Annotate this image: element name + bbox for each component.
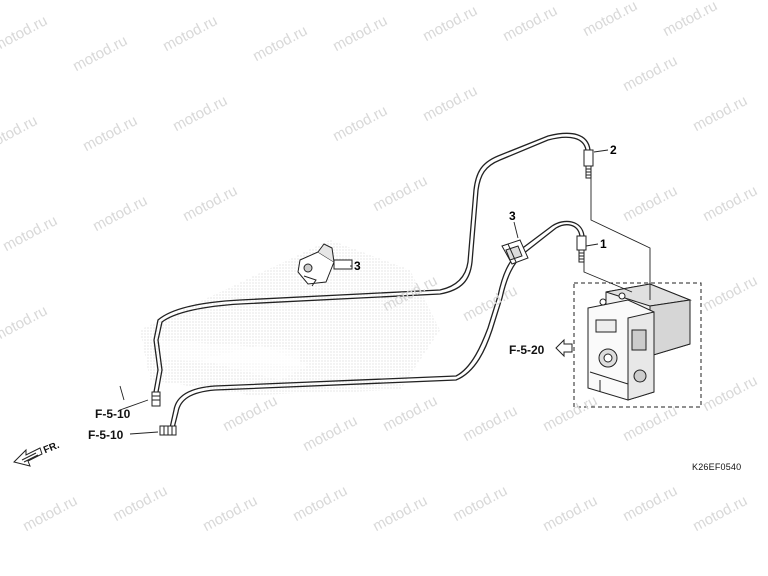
pipe-clamp-center — [501, 239, 529, 265]
reference-arrow-f520 — [555, 338, 573, 358]
front-direction-arrow — [13, 447, 43, 467]
callout-part-3-center[interactable]: 3 — [509, 209, 516, 223]
reference-f-5-10-lower[interactable]: F-5-10 — [88, 428, 124, 442]
callout-part-1[interactable]: 1 — [600, 237, 607, 251]
pipe-fitting-front-upper — [151, 391, 161, 407]
callout-part-3-left[interactable]: 3 — [354, 259, 361, 273]
pipe-fitting-front-lower — [159, 425, 177, 436]
abs-modulator — [587, 283, 692, 401]
abs-unit-frame — [573, 282, 702, 408]
brake-pipe-upper — [153, 132, 591, 393]
pipe-clamp-left — [297, 243, 353, 287]
diagram-code: K26EF0540 — [692, 462, 742, 472]
leader-lines — [119, 149, 651, 435]
brake-pipe-lower — [169, 220, 585, 429]
reference-f-5-10-upper[interactable]: F-5-10 — [95, 407, 131, 421]
background-emblem — [140, 240, 440, 395]
pipe-fitting-1 — [576, 235, 587, 263]
pipe-fitting-2 — [583, 149, 594, 179]
reference-f-5-20[interactable]: F-5-20 — [509, 343, 545, 357]
callout-part-2[interactable]: 2 — [610, 143, 617, 157]
